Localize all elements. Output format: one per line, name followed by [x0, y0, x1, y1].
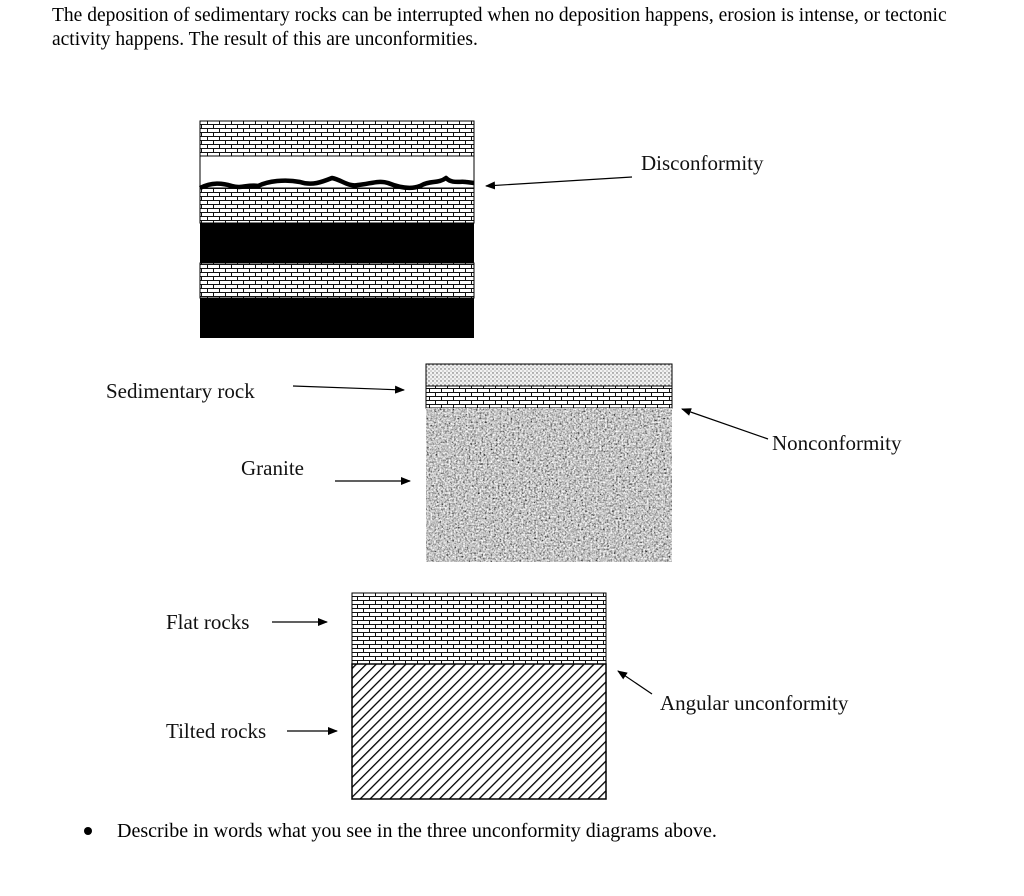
angular-unconformity-diagram: [351, 592, 607, 800]
sedimentary-rock-label: Sedimentary rock: [106, 379, 255, 403]
flat-rocks-label: Flat rocks: [166, 610, 250, 634]
bullet-icon: [84, 827, 92, 835]
question-text: Describe in words what you see in the th…: [117, 820, 717, 842]
disconformity-arrow: [485, 176, 633, 190]
tilted-rocks-label: Tilted rocks: [166, 719, 267, 743]
granite-label: Granite: [241, 456, 304, 480]
sedimentary-rock-arrow: [292, 385, 405, 394]
nonconformity-diagram: [425, 363, 673, 562]
angular-unconformity-label: Angular unconformity: [660, 691, 849, 715]
intro-paragraph: The deposition of sedimentary rocks can …: [52, 5, 947, 50]
nonconformity-label: Nonconformity: [772, 431, 902, 455]
erosion-surface-line: [198, 175, 475, 191]
angular-unconformity-arrow: [617, 670, 653, 695]
granite-block: [426, 408, 672, 562]
disconformity-diagram: [198, 120, 475, 338]
nonconformity-arrow: [681, 408, 769, 440]
disconformity-label: Disconformity: [641, 151, 764, 175]
